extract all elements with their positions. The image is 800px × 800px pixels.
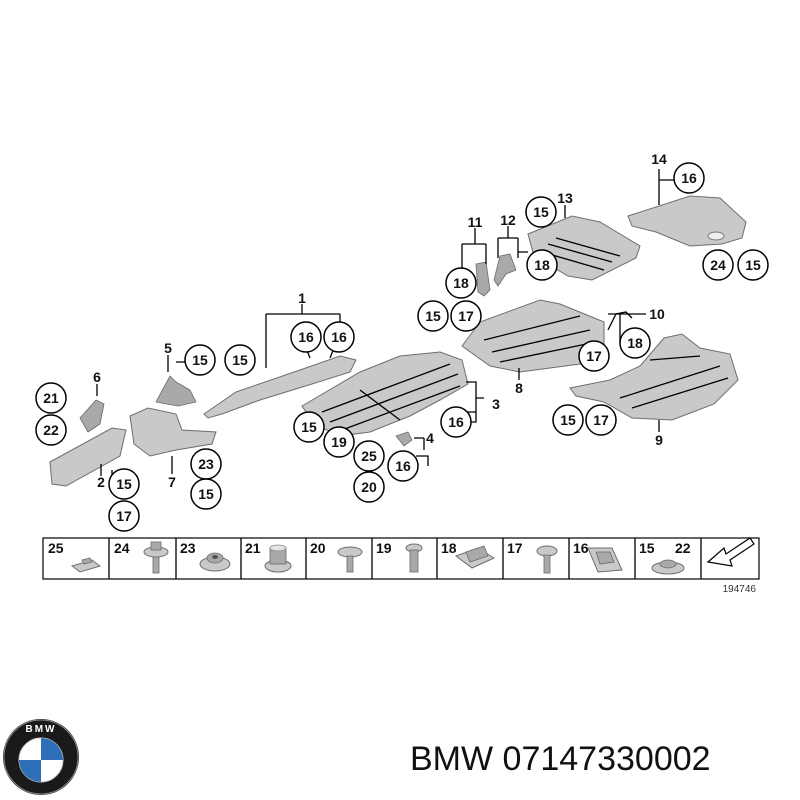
strip-label-17: 17	[507, 540, 523, 556]
collar-nut-icon	[264, 544, 292, 573]
callout-10: 10	[649, 306, 665, 322]
part-6-shield	[79, 399, 105, 433]
ref-25: 25	[361, 448, 377, 464]
ref-23: 23	[198, 456, 214, 472]
ref-17: 17	[458, 308, 474, 324]
ref-15: 15	[533, 204, 549, 220]
strip-label-22: 22	[675, 540, 691, 556]
ref-17: 17	[593, 412, 609, 428]
ref-15: 15	[192, 352, 208, 368]
circled-refs: 16 15 18 18 24 15 15 17 16 16 17 18 15 1…	[35, 162, 769, 532]
strip-label-23: 23	[180, 540, 196, 556]
ref-20: 20	[361, 479, 377, 495]
part-9-ridges	[619, 355, 729, 409]
callout-5: 5	[164, 340, 172, 356]
ref-16: 16	[395, 458, 411, 474]
parts-strip: 25 24 23 21 20 19 18 17 16 15 22	[42, 537, 760, 595]
direction-arrow-icon	[706, 537, 755, 567]
ref-18: 18	[627, 335, 643, 351]
strip-label-16: 16	[573, 540, 589, 556]
part-5-bracket	[155, 375, 197, 407]
part-3-ridges	[321, 363, 461, 431]
callout-6: 6	[93, 369, 101, 385]
bmw-logo-icon: BMW	[3, 719, 79, 795]
strip-label-25: 25	[48, 540, 64, 556]
callout-12: 12	[500, 212, 516, 228]
ref-19: 19	[331, 434, 347, 450]
bolt-icon	[405, 543, 423, 573]
diagram-code: 194746	[723, 584, 757, 595]
part-shapes	[49, 195, 747, 487]
part-14-hole	[707, 231, 725, 241]
part-number-caption: BMW 07147330002	[410, 740, 711, 779]
screw-icon	[536, 545, 558, 574]
ref-16: 16	[298, 329, 314, 345]
part-7-shield	[129, 407, 217, 457]
ref-17: 17	[116, 508, 132, 524]
ref-15: 15	[560, 412, 576, 428]
flange-nut-icon	[199, 552, 231, 572]
part-1-strip	[203, 355, 357, 419]
callout-11: 11	[468, 214, 483, 230]
strip-label-24: 24	[114, 540, 130, 556]
ref-15: 15	[198, 486, 214, 502]
leader-lines	[96, 169, 674, 480]
ref-21: 21	[43, 390, 59, 406]
ref-17: 17	[586, 348, 602, 364]
callout-2: 2	[97, 474, 105, 490]
callout-1: 1	[298, 290, 306, 306]
strip-label-19: 19	[376, 540, 392, 556]
part-14-heat-shield	[627, 195, 747, 247]
part-9-heat-shield	[569, 333, 739, 421]
strip-label-21: 21	[245, 540, 261, 556]
callout-14: 14	[651, 151, 667, 167]
ref-24: 24	[710, 257, 726, 273]
part-11-bracket	[475, 261, 491, 297]
callout-numbers: 1 2 3 4 5 6 7 8 9 10 11 12 13 14	[93, 151, 667, 490]
ref-15: 15	[116, 476, 132, 492]
part-2-shield	[49, 427, 127, 487]
spring-clip-icon	[454, 545, 496, 569]
ref-16: 16	[448, 414, 464, 430]
callout-9: 9	[655, 432, 663, 448]
part-10-bracket	[607, 311, 633, 331]
callout-4: 4	[426, 430, 434, 446]
brand-name: BMW	[410, 740, 494, 778]
ref-22: 22	[43, 422, 59, 438]
washer-screw-icon	[337, 546, 363, 573]
callout-3: 3	[492, 396, 500, 412]
part-number: 07147330002	[502, 740, 711, 778]
callout-13: 13	[557, 190, 573, 206]
strip-label-20: 20	[310, 540, 326, 556]
part-4-clip	[395, 431, 413, 447]
callout-8: 8	[515, 380, 523, 396]
star-nut-icon	[651, 559, 685, 575]
part-8-heat-shield	[461, 299, 605, 373]
ref-15: 15	[425, 308, 441, 324]
ref-15: 15	[745, 257, 761, 273]
logo-letters: BMW	[26, 724, 57, 735]
ref-18: 18	[453, 275, 469, 291]
ref-18: 18	[534, 257, 550, 273]
strip-label-15: 15	[639, 540, 655, 556]
ref-15: 15	[301, 419, 317, 435]
u-clip-icon	[587, 547, 623, 573]
ref-16: 16	[681, 170, 697, 186]
ref-16: 16	[331, 329, 347, 345]
callout-7: 7	[168, 474, 176, 490]
ref-15: 15	[232, 352, 248, 368]
bolt-washer-icon	[143, 541, 169, 574]
part-12-bracket	[493, 253, 517, 287]
strip-label-18: 18	[441, 540, 457, 556]
clip-nut-icon	[70, 557, 102, 573]
part-8-ridges	[483, 315, 597, 363]
